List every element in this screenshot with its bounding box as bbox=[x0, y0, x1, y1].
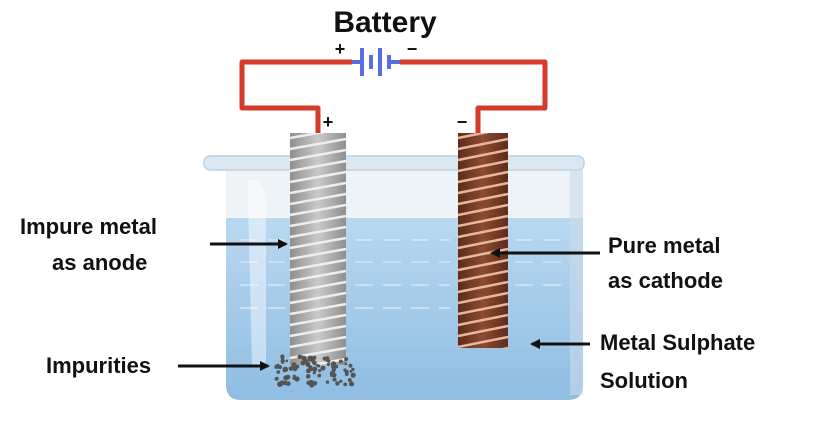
beaker-highlight bbox=[248, 179, 266, 368]
battery-icon bbox=[352, 48, 400, 76]
cathode-label-line1: Pure metal bbox=[608, 233, 721, 258]
battery-minus-sign: − bbox=[407, 39, 418, 59]
anode-label-line2: as anode bbox=[52, 250, 147, 275]
cathode-rod bbox=[458, 133, 508, 348]
battery-plus-sign: + bbox=[335, 39, 346, 59]
impurities-label: Impurities bbox=[46, 353, 151, 378]
anode-rod bbox=[290, 133, 346, 365]
anode-plus-sign: + bbox=[323, 112, 334, 132]
anode-label-line1: Impure metal bbox=[20, 214, 157, 239]
beaker-rim bbox=[203, 155, 585, 171]
battery-title: Battery bbox=[333, 6, 437, 39]
cathode-label-line2: as cathode bbox=[608, 268, 723, 293]
solution-label-line2: Solution bbox=[600, 368, 688, 393]
impurities-pile bbox=[274, 354, 356, 388]
solution-streaks bbox=[240, 239, 570, 309]
solution-label-line1: Metal Sulphate bbox=[600, 330, 755, 355]
wire-right bbox=[400, 59, 548, 133]
cathode-minus-sign: − bbox=[457, 112, 468, 132]
wire-left bbox=[239, 59, 352, 133]
